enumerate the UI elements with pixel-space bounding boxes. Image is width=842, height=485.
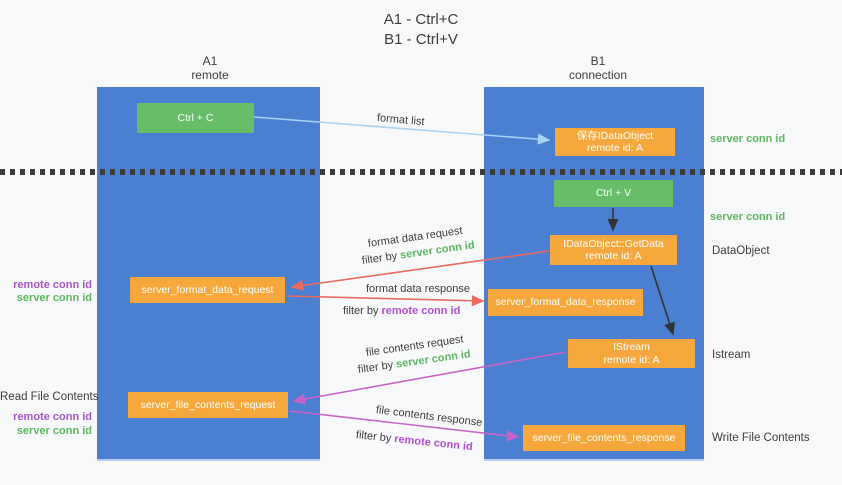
read-file-contents-label: Read File Contents [0,391,99,403]
ctrl-v-label: Ctrl + V [595,187,632,200]
column-b1-name: B1 [590,54,606,68]
left-remote-conn-id-2: remote conn id [13,411,92,423]
column-b1-role: connection [568,68,628,82]
save-idataobject-line1: 保存IDataObject [576,129,654,142]
column-b1-header: B1 connection [548,54,648,82]
server-file-contents-response-box: server_file_contents_response [523,425,685,451]
save-idataobject-box: 保存IDataObject remote id: A [555,128,675,156]
idataobject-getdata-box: IDataObject::GetData remote id: A [550,235,677,265]
right-server-conn-id-2: server conn id [710,211,786,223]
column-a1-name: A1 [202,54,218,68]
server-file-contents-request-label: server_file_contents_request [140,398,276,411]
ctrl-c-box: Ctrl + C [137,103,254,133]
session-divider-dotted-line [0,169,842,175]
istream-box: IStream remote id: A [568,339,695,368]
getdata-line2: remote id: A [585,250,642,262]
left-server-conn-id-2: server conn id [16,425,92,437]
istream-side-label: Istream [712,349,751,361]
title-line-2: B1 - Ctrl+V [384,31,458,48]
server-format-data-response-box: server_format_data_response [488,289,643,316]
format-data-request-arrow [290,250,550,291]
server-format-data-response-label: server_format_data_response [495,296,636,309]
diagram-title: A1 - Ctrl+C B1 - Ctrl+V [0,10,842,50]
server-format-data-request-label: server_format_data_request [141,283,274,296]
server-file-contents-request-box: server_file_contents_request [128,392,288,418]
filter-by-text-2: filter by [343,305,379,317]
write-file-contents-label: Write File Contents [712,432,810,444]
istream-line2: remote id: A [603,353,660,366]
format-list-arrow [253,116,551,145]
title-line-1: A1 - Ctrl+C [383,11,459,28]
left-remote-conn-id-1: remote conn id [13,279,92,291]
file-contents-response-arrow [289,410,520,442]
server-format-data-request-box: server_format_data_request [130,277,285,303]
ctrl-c-label: Ctrl + C [177,111,214,124]
istream-line1: IStream [613,341,650,353]
getdata-to-istream-arrow [650,265,675,336]
dataobject-label: DataObject [712,245,770,257]
filter-value-remote-conn-id-1: remote conn id [381,305,461,317]
column-a1-header: A1 remote [160,54,260,82]
right-server-conn-id-1: server conn id [710,133,786,145]
left-server-conn-id-1: server conn id [16,292,92,304]
format-data-response-label: format data response [366,283,470,295]
column-a1-role: remote [191,68,229,82]
save-idataobject-line2: remote id: A [586,142,644,154]
server-file-contents-response-label: server_file_contents_response [532,431,676,444]
getdata-line1: IDataObject::GetData [563,237,664,250]
ctrl-v-box: Ctrl + V [554,180,673,207]
file-contents-request-arrow [292,351,567,405]
format-data-response-arrow [286,295,485,307]
